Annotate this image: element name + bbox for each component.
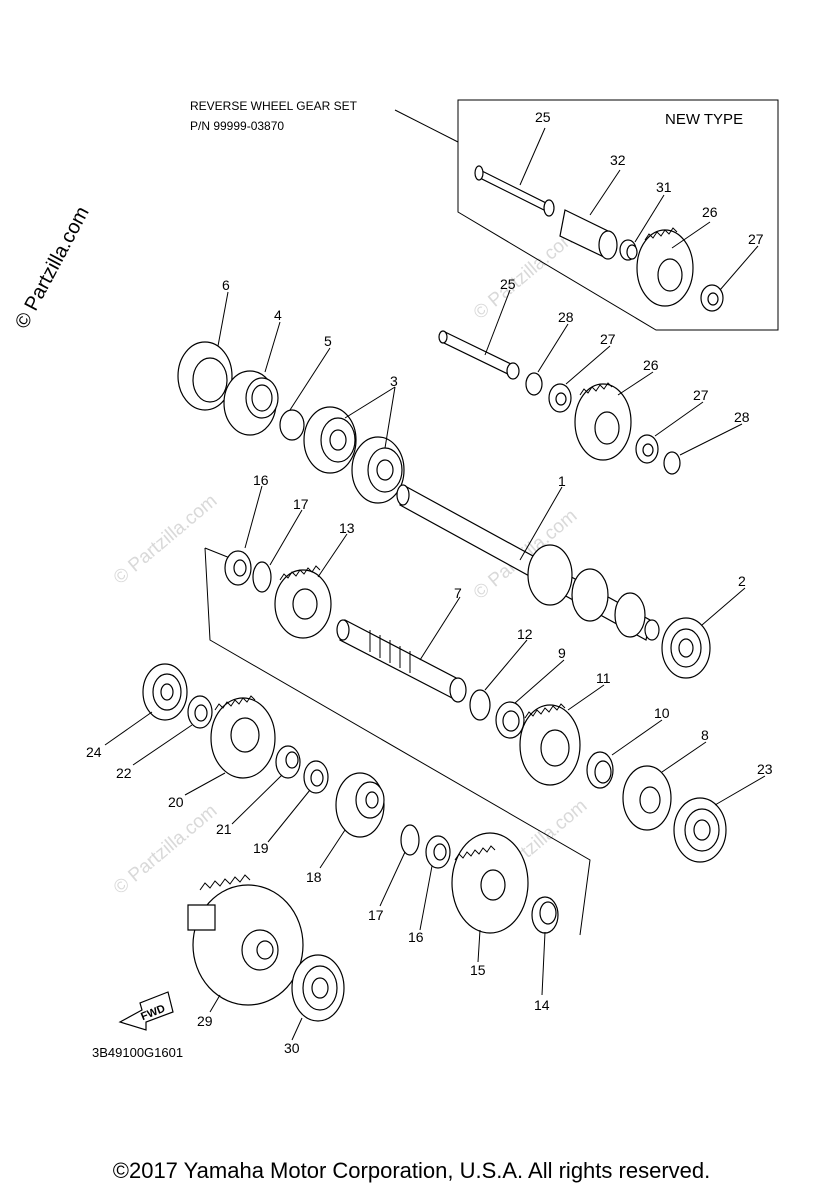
callout-27: 27	[748, 231, 764, 247]
leader-line	[394, 109, 459, 143]
callout-14: 14	[534, 997, 550, 1013]
part-17-circlip-b[interactable]	[400, 824, 420, 856]
part-27-washer-b[interactable]	[635, 434, 659, 464]
part-4-bearing[interactable]	[223, 370, 279, 436]
callout-3: 3	[390, 373, 398, 389]
callout-23: 23	[757, 761, 773, 777]
new-type-box	[457, 99, 779, 331]
part-28-clip-b[interactable]	[663, 451, 681, 475]
part-26-gear[interactable]	[574, 382, 632, 461]
part-30-bearing[interactable]	[291, 954, 345, 1022]
part-27-washer-a[interactable]	[548, 383, 572, 413]
assembly-bracket	[204, 547, 591, 936]
callout-2: 2	[738, 573, 746, 589]
callout-20: 20	[168, 794, 184, 810]
part-29-gear[interactable]	[187, 874, 304, 1006]
callout-10: 10	[654, 705, 670, 721]
callout-22: 22	[116, 765, 132, 781]
callout-17: 17	[293, 496, 309, 512]
part-24-bearing[interactable]	[142, 663, 188, 721]
callout-31: 31	[656, 179, 672, 195]
callout-25b: 25	[500, 276, 516, 292]
callout-26: 26	[702, 204, 718, 220]
part-7-drive-axle[interactable]	[336, 619, 467, 703]
part-11-gear[interactable]	[519, 703, 581, 786]
callout-26b: 26	[643, 357, 659, 373]
set-note-line1: REVERSE WHEEL GEAR SET	[190, 99, 358, 113]
callout-9: 9	[558, 645, 566, 661]
callout-28: 28	[558, 309, 574, 325]
part-16-washer-b[interactable]	[425, 835, 451, 869]
part-8-dog-gear[interactable]	[622, 765, 672, 831]
callouts: 25 32 31 26 27 6 4 5 3 25 28 27 26 27 28…	[86, 109, 773, 1056]
part-12-circlip[interactable]	[469, 689, 491, 721]
fwd-arrow-icon: FWD	[118, 991, 174, 1031]
callout-25: 25	[535, 109, 551, 125]
callout-21: 21	[216, 821, 232, 837]
part-6-oil-seal[interactable]	[177, 341, 233, 411]
callout-8: 8	[701, 727, 709, 743]
part-10-needle-bearing[interactable]	[586, 751, 614, 789]
leader-lines	[104, 127, 766, 1041]
callout-19: 19	[253, 840, 269, 856]
callout-17b: 17	[368, 907, 384, 923]
part-19-washer[interactable]	[303, 760, 329, 794]
callout-6: 6	[222, 277, 230, 293]
part-3-bearing-a[interactable]	[303, 406, 357, 474]
callout-11: 11	[596, 670, 611, 686]
part-18-dog-clutch[interactable]	[335, 772, 385, 838]
part-20-gear[interactable]	[210, 695, 276, 779]
copyright-text: ©2017 Yamaha Motor Corporation, U.S.A. A…	[112, 1158, 711, 1183]
drawing-code: 3B49100G1601	[92, 1045, 183, 1060]
callout-13: 13	[339, 520, 355, 536]
watermark: © Partzilla.com	[110, 490, 222, 588]
callout-12: 12	[517, 626, 533, 642]
callout-15: 15	[470, 962, 486, 978]
part-1-main-axle[interactable]	[396, 484, 660, 641]
callout-7: 7	[454, 585, 462, 601]
part-5-o-ring[interactable]	[279, 409, 305, 441]
callout-32: 32	[610, 152, 626, 168]
part-9-washer[interactable]	[495, 701, 525, 739]
callout-4: 4	[274, 307, 282, 323]
part-26-gear-new[interactable]	[636, 227, 694, 307]
part-27-washer-new[interactable]	[700, 284, 724, 312]
callout-5: 5	[324, 333, 332, 349]
part-32-collar[interactable]	[559, 209, 618, 260]
part-21-bushing[interactable]	[275, 745, 301, 779]
callout-30: 30	[284, 1040, 300, 1056]
callout-28b: 28	[734, 409, 750, 425]
callout-27c: 27	[693, 387, 709, 403]
callout-29: 29	[197, 1013, 213, 1029]
part-25-shaft[interactable]	[438, 330, 520, 380]
part-14-collar[interactable]	[531, 896, 559, 934]
part-31-bearing[interactable]	[619, 239, 638, 261]
watermark-main: © Partzilla.com	[11, 203, 94, 332]
part-3-bearing-b[interactable]	[351, 436, 405, 504]
part-15-gear[interactable]	[451, 832, 529, 934]
callout-16: 16	[253, 472, 269, 488]
callout-1: 1	[558, 473, 566, 489]
part-17-circlip-a[interactable]	[252, 561, 272, 593]
callout-16b: 16	[408, 929, 424, 945]
callout-18: 18	[306, 869, 322, 885]
part-28-clip-a[interactable]	[525, 372, 543, 396]
part-2-bearing[interactable]	[661, 617, 711, 679]
part-16-washer-a[interactable]	[224, 550, 252, 586]
part-13-gear[interactable]	[274, 565, 332, 639]
set-note-line2: P/N 99999-03870	[190, 119, 284, 133]
new-type-label: NEW TYPE	[665, 111, 743, 128]
callout-27b: 27	[600, 331, 616, 347]
callout-24: 24	[86, 744, 102, 760]
part-25-shaft-new[interactable]	[474, 165, 555, 217]
part-22-washer[interactable]	[187, 695, 213, 729]
part-23-bearing[interactable]	[673, 797, 727, 863]
